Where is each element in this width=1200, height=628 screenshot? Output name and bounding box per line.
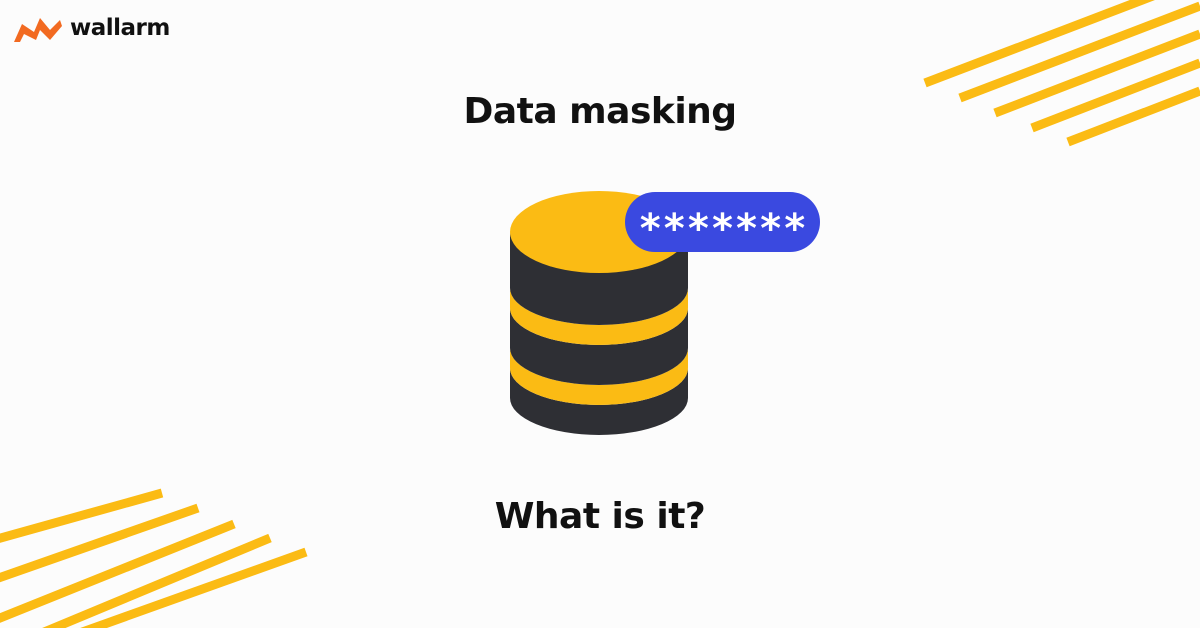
database-middle-section <box>510 308 688 385</box>
database-bottom-section <box>510 368 688 435</box>
brand-name: wallarm <box>70 15 170 41</box>
database-band-upper <box>510 288 688 345</box>
stripe-top-right-5 <box>1066 86 1200 147</box>
stripe-top-right-1 <box>923 0 1155 88</box>
stripe-top-right-2 <box>958 1 1200 103</box>
database-icon <box>510 191 688 435</box>
database-band-lower <box>510 348 688 405</box>
database-top-section <box>510 232 688 325</box>
brand-logo[interactable]: wallarm <box>14 12 170 46</box>
wallarm-logo-icon <box>14 18 62 42</box>
page-subtitle: What is it? <box>494 496 706 537</box>
masked-password-badge: ******* <box>625 192 820 252</box>
page-title: Data masking <box>463 91 737 132</box>
stripe-bottom-left-5 <box>80 547 308 628</box>
stripe-bottom-left-4 <box>42 533 272 628</box>
stripe-bottom-left-1 <box>0 488 164 543</box>
stripe-top-right-4 <box>1030 58 1200 133</box>
stripe-top-right-3 <box>993 29 1200 118</box>
masked-password-text: ******* <box>638 206 807 252</box>
stripe-bottom-left-3 <box>0 519 236 623</box>
stripe-bottom-left-2 <box>0 503 200 583</box>
